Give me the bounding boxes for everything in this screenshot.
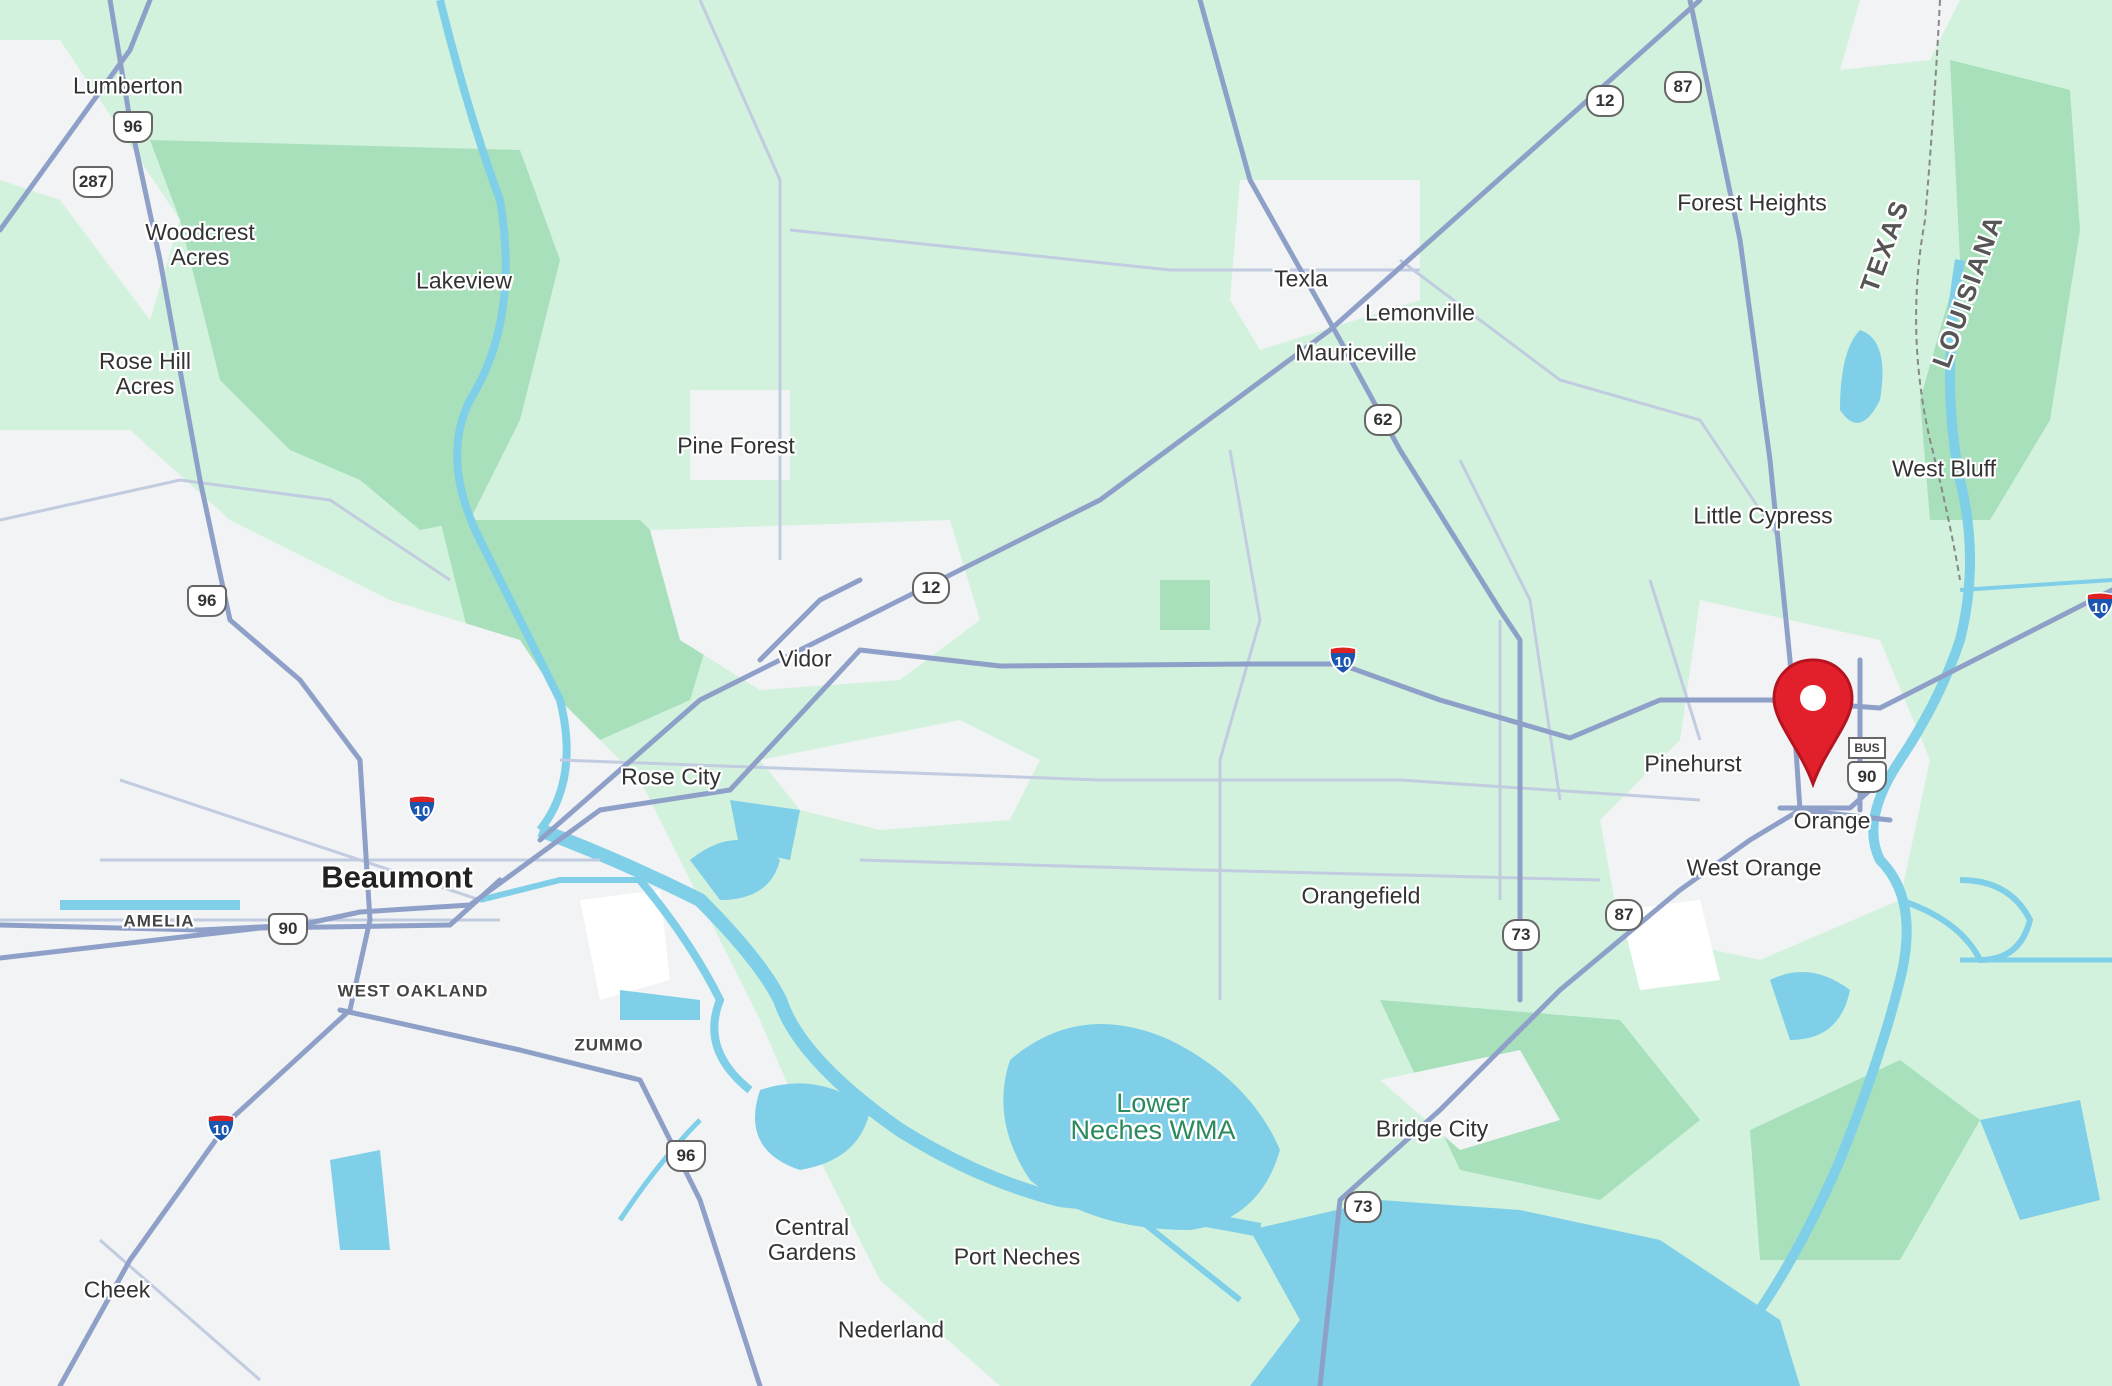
urban-areas [0,0,1960,1386]
minor-roads [0,0,1782,1382]
us-90-shield: 90 [268,913,308,945]
interstate-10-shield: 10 [2085,591,2112,621]
place-label-bridge-city: Bridge City [1375,1115,1489,1142]
business-route-plate: BUS [1848,737,1886,759]
place-label-rose-city: Rose City [621,763,721,790]
place-label-pine-forest: Pine Forest [677,432,795,459]
water-bodies [60,330,2100,1386]
us-96-shield: 96 [187,585,227,617]
tx-12-shield: 12 [912,572,950,604]
place-label-mauriceville: Mauriceville [1295,339,1417,366]
interstate-10-shield: 10 [407,794,437,824]
place-label-cheek: Cheek [83,1276,151,1303]
tx-12-shield: 12 [1586,85,1624,117]
place-label-vidor: Vidor [778,645,832,672]
tx-73-shield: 73 [1502,919,1540,951]
tx-87-shield: 87 [1664,71,1702,103]
place-label-texla: Texla [1274,265,1328,292]
rivers [436,0,2112,1386]
place-label-rose-hill-acres: Rose Hill Acres [98,348,192,399]
place-label-orangefield: Orangefield [1301,882,1421,909]
interstate-10-shield: 10 [206,1113,236,1143]
place-label-lumberton: Lumberton [73,72,183,99]
us-96-shield: 96 [666,1140,706,1172]
place-label-pinehurst: Pinehurst [1644,750,1742,777]
place-label-lemonville: Lemonville [1365,299,1475,326]
location-pin-icon[interactable] [1770,656,1856,789]
place-label-forest-heights: Forest Heights [1677,189,1827,216]
place-label-orange: Orange [1793,807,1871,834]
place-label-west-bluff: West Bluff [1892,455,1996,482]
place-label-lakeview: Lakeview [416,267,512,294]
place-label-amelia: AMELIA [123,911,195,931]
place-label-little-cypress: Little Cypress [1693,502,1833,529]
place-label-zummo: ZUMMO [574,1035,644,1055]
place-label-west-oakland: WEST OAKLAND [337,981,489,1001]
tx-62-shield: 62 [1364,404,1402,436]
place-label-port-neches: Port Neches [953,1243,1081,1270]
interstate-10-shield: 10 [1328,645,1358,675]
place-label-lower-neches-wma: Lower Neches WMA [1070,1088,1236,1145]
place-label-west-orange: West Orange [1686,854,1822,881]
place-label-woodcrest-acres: Woodcrest Acres [145,219,255,270]
place-label-central-gardens: Central Gardens [767,1214,857,1265]
us-287-shield: 287 [73,166,113,198]
us-90-shield: 90 [1847,761,1887,793]
place-label-beaumont: Beaumont [321,859,473,895]
us-96-shield: 96 [113,111,153,143]
tx-87-shield: 87 [1605,899,1643,931]
place-label-nederland: Nederland [837,1316,945,1343]
tx-73-shield: 73 [1344,1191,1382,1223]
